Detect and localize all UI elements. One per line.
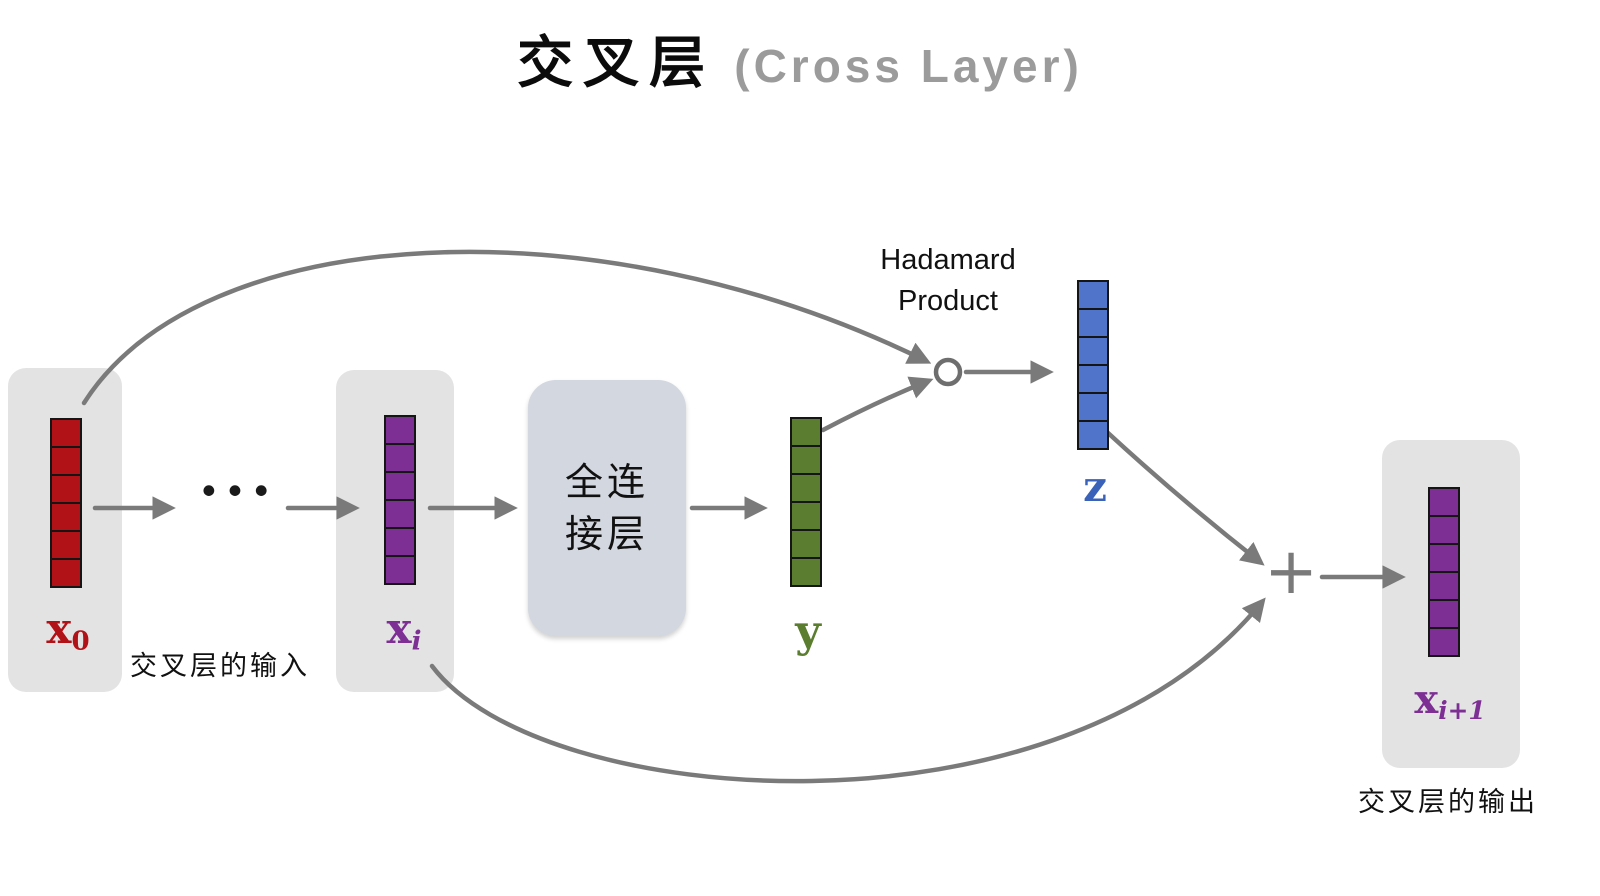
arrow-x0-to-hadamard bbox=[81, 249, 932, 406]
vector-cell bbox=[384, 527, 416, 557]
ellipsis-dots: ··· bbox=[198, 457, 278, 525]
vector-x0 bbox=[50, 418, 82, 588]
plus-operator: + bbox=[1264, 535, 1318, 609]
vector-cell bbox=[50, 474, 82, 504]
label-z: z bbox=[1068, 466, 1122, 508]
hadamard-product-label: Hadamard Product bbox=[846, 240, 1050, 321]
hadamard-label-line1: Hadamard bbox=[880, 244, 1016, 276]
vector-cell bbox=[1077, 364, 1109, 394]
vector-cell bbox=[1428, 543, 1460, 573]
label-z-main: z bbox=[1083, 462, 1107, 511]
vector-cell bbox=[50, 418, 82, 448]
vector-cell bbox=[384, 499, 416, 529]
label-x0-main: x bbox=[46, 604, 72, 653]
vector-cell bbox=[1428, 487, 1460, 517]
vector-cell bbox=[790, 445, 822, 475]
label-xi-main: x bbox=[386, 604, 412, 653]
hadamard-label-line2: Product bbox=[898, 284, 998, 317]
label-y-main: y bbox=[795, 606, 821, 657]
vector-cell bbox=[790, 529, 822, 559]
vector-cell bbox=[790, 557, 822, 587]
vector-cell bbox=[50, 446, 82, 476]
arrow-y-to-hadamard bbox=[820, 376, 934, 433]
label-xi1: xi+1 bbox=[1392, 680, 1508, 724]
fc-label-line2: 接层 bbox=[564, 512, 649, 556]
vector-cell bbox=[1077, 392, 1109, 422]
vector-cell bbox=[790, 473, 822, 503]
vector-cell bbox=[384, 415, 416, 445]
vector-cell bbox=[384, 471, 416, 501]
vector-xi bbox=[384, 415, 416, 585]
label-x0-sub: 0 bbox=[71, 626, 90, 657]
vector-cell bbox=[384, 555, 416, 585]
vector-cell bbox=[1077, 336, 1109, 366]
label-xi-sub: i bbox=[411, 626, 422, 657]
label-xi: xi bbox=[362, 608, 446, 655]
vector-xi1 bbox=[1428, 487, 1460, 657]
title-chinese: 交叉层 bbox=[517, 30, 716, 96]
vector-cell bbox=[50, 502, 82, 532]
vector-cell bbox=[1428, 627, 1460, 657]
arrow-z-to-plus bbox=[1104, 429, 1265, 566]
vector-cell bbox=[1077, 420, 1109, 450]
vector-cell bbox=[50, 558, 82, 588]
label-x0: x0 bbox=[26, 608, 110, 655]
vector-y bbox=[790, 417, 822, 587]
caption-cross-layer-output: 交叉层的输出 bbox=[1358, 787, 1538, 818]
vector-z bbox=[1077, 280, 1109, 450]
fully-connected-layer-box: 全连 接层 bbox=[528, 380, 686, 636]
title-english: (Cross Layer) bbox=[734, 40, 1083, 92]
hadamard-product-circle bbox=[933, 357, 963, 387]
vector-cell bbox=[1428, 515, 1460, 545]
vector-cell bbox=[790, 417, 822, 447]
vector-cell bbox=[1428, 599, 1460, 629]
page-title: 交叉层 (Cross Layer) bbox=[0, 18, 1600, 99]
vector-cell bbox=[384, 443, 416, 473]
vector-cell bbox=[1428, 571, 1460, 601]
label-xi1-main: x bbox=[1414, 676, 1439, 723]
fc-label-line1: 全连 bbox=[564, 460, 649, 504]
vector-cell bbox=[1077, 308, 1109, 338]
vector-cell bbox=[1077, 280, 1109, 310]
label-xi1-sub: i+1 bbox=[1438, 696, 1486, 726]
vector-cell bbox=[50, 530, 82, 560]
vector-cell bbox=[790, 501, 822, 531]
label-y: y bbox=[778, 610, 838, 654]
caption-cross-layer-input: 交叉层的输入 bbox=[130, 651, 310, 682]
